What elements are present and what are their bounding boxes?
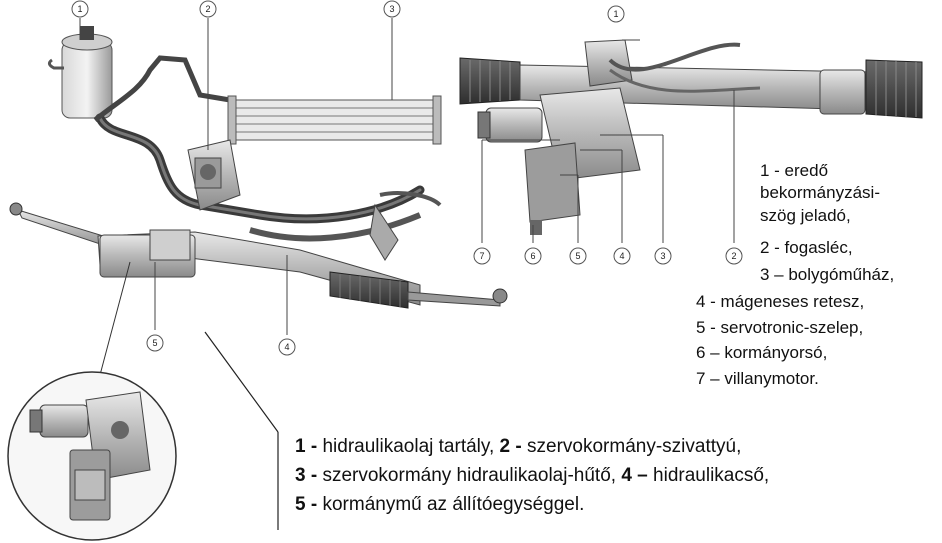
legend-num: 5 - bbox=[295, 494, 318, 515]
legend-right-line: 1 - eredő bbox=[760, 161, 829, 180]
callout-right-2: 2 bbox=[725, 247, 743, 265]
legend-right-line: szög jeladó, bbox=[760, 206, 851, 225]
svg-text:6: 6 bbox=[530, 251, 535, 261]
oil-cooler bbox=[227, 95, 442, 145]
legend-num: 2 - bbox=[499, 436, 522, 457]
callouts-left: 1 2 3 5 4 bbox=[71, 0, 401, 356]
callout-right-7: 7 bbox=[473, 247, 491, 265]
callout-right-1: 1 bbox=[607, 5, 625, 23]
legend-right-line: 7 – villanymotor. bbox=[696, 369, 819, 388]
callout-right-5: 5 bbox=[569, 247, 587, 265]
callout-left-5: 5 bbox=[146, 334, 164, 352]
legend-bottom-line-3: 5 - kormánymű az állítóegységgel. bbox=[295, 490, 769, 519]
svg-text:4: 4 bbox=[284, 342, 289, 352]
svg-text:2: 2 bbox=[205, 4, 210, 14]
callout-right-6: 6 bbox=[524, 247, 542, 265]
legend-right-line: 4 - mágeneses retesz, bbox=[696, 292, 865, 311]
svg-text:1: 1 bbox=[613, 9, 618, 19]
oil-reservoir bbox=[47, 26, 113, 119]
svg-text:5: 5 bbox=[575, 251, 580, 261]
callout-left-3: 3 bbox=[383, 0, 401, 18]
legend-num: 3 - bbox=[295, 465, 318, 486]
right-assembly-illustration bbox=[459, 39, 923, 243]
legend-num: 4 – bbox=[621, 465, 648, 486]
legend-text: kormánymű az állítóegységgel. bbox=[317, 494, 585, 515]
callout-left-1: 1 bbox=[71, 0, 89, 18]
legend-bottom: 1 - hidraulikaolaj tartály, 2 - szervoko… bbox=[295, 432, 769, 519]
zoom-circle bbox=[7, 371, 177, 541]
legend-text: hidraulikaolaj tartály, bbox=[317, 436, 500, 457]
callouts-right: 1 7 6 5 4 3 2 bbox=[473, 5, 743, 265]
legend-bottom-line-1: 1 - hidraulikaolaj tartály, 2 - szervoko… bbox=[295, 432, 769, 461]
svg-text:3: 3 bbox=[389, 4, 394, 14]
pump bbox=[187, 139, 241, 211]
svg-text:4: 4 bbox=[619, 251, 624, 261]
legend-num: 1 - bbox=[295, 436, 318, 457]
legend-text: hidraulikacső, bbox=[647, 465, 770, 486]
svg-text:1: 1 bbox=[77, 4, 82, 14]
legend-text: szervokormány hidraulikaolaj-hűtő, bbox=[317, 465, 622, 486]
svg-text:5: 5 bbox=[152, 338, 157, 348]
legend-right-line: bekormányzási- bbox=[760, 183, 880, 202]
legend-right-line: 2 - fogasléc, bbox=[760, 238, 853, 257]
svg-text:7: 7 bbox=[479, 251, 484, 261]
callout-left-4: 4 bbox=[278, 338, 296, 356]
svg-text:2: 2 bbox=[731, 251, 736, 261]
legend-right-line: 6 – kormányorsó, bbox=[696, 343, 828, 362]
svg-text:3: 3 bbox=[660, 251, 665, 261]
legend-right-line: 5 - servotronic-szelep, bbox=[696, 318, 864, 337]
legend-bottom-line-2: 3 - szervokormány hidraulikaolaj-hűtő, 4… bbox=[295, 461, 769, 490]
steering-rack bbox=[9, 191, 508, 309]
callout-right-4: 4 bbox=[613, 247, 631, 265]
legend-right-line: 3 – bolygóműház, bbox=[760, 265, 895, 284]
legend-text: szervokormány-szivattyú, bbox=[521, 436, 742, 457]
callout-right-3: 3 bbox=[654, 247, 672, 265]
callout-left-2: 2 bbox=[199, 0, 217, 18]
left-assembly-illustration bbox=[9, 26, 508, 530]
